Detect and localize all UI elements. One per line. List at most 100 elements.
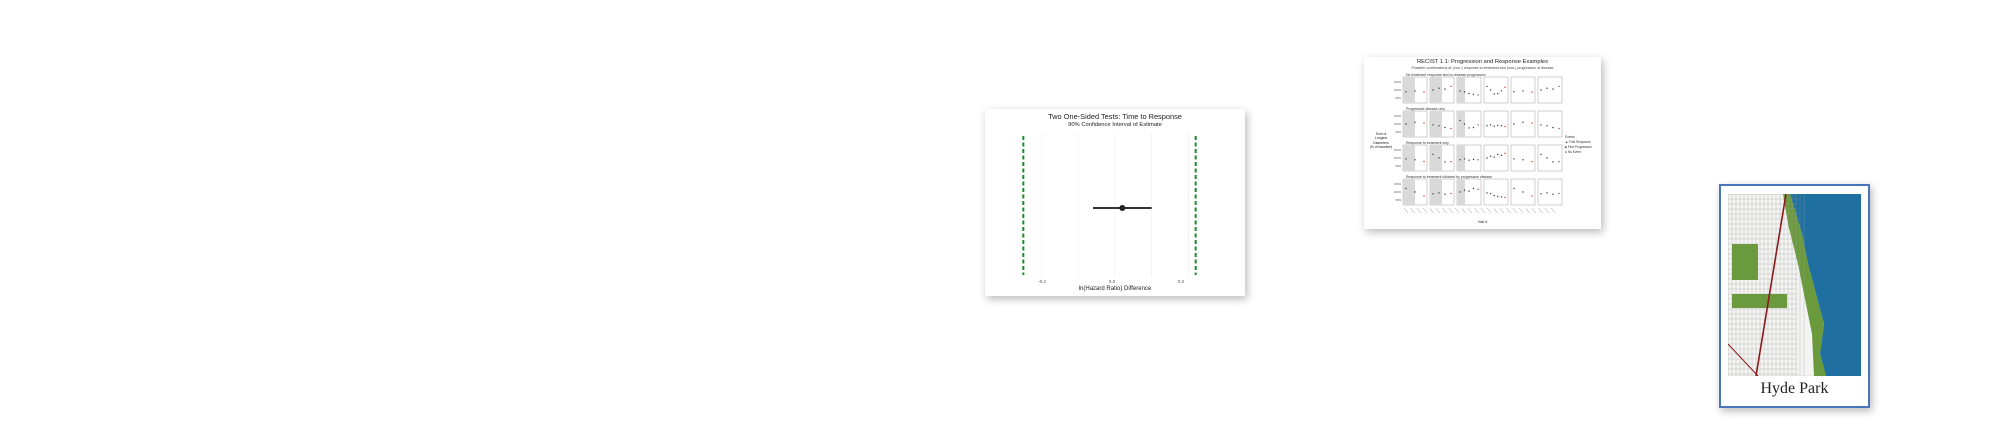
data-point	[1486, 125, 1488, 127]
data-point	[1486, 85, 1488, 88]
y-axis-label: Sum of Longest Diameters (% of baseline)	[1364, 132, 1398, 150]
data-point	[1489, 124, 1492, 126]
rail-line	[1755, 194, 1787, 376]
x-tick-mark	[1448, 207, 1453, 214]
data-point	[1552, 193, 1554, 195]
shaded-region	[1430, 179, 1442, 205]
legend-item: ■ First Progression	[1565, 145, 1592, 149]
data-point	[1500, 196, 1503, 198]
data-point	[1444, 88, 1446, 90]
data-point	[1504, 86, 1506, 88]
facet-panel	[1537, 178, 1563, 206]
panel-heading: Response to treatment only	[1406, 141, 1449, 145]
facet-panel	[1483, 144, 1509, 172]
data-point	[1450, 127, 1452, 130]
y-tick-label: 100%	[1394, 122, 1402, 126]
data-point	[1444, 193, 1446, 195]
data-point	[1489, 155, 1492, 157]
shaded-region	[1430, 77, 1442, 103]
y-tick-label: 50%	[1395, 130, 1401, 134]
x-tick-label: 0.0	[1108, 279, 1116, 284]
data-point	[1540, 153, 1542, 156]
x-tick-mark	[1474, 207, 1479, 214]
y-tick-label: 150%	[1394, 148, 1402, 152]
chart-title: RECIST 1.1: Progression and Response Exa…	[1416, 59, 1549, 65]
data-point	[1552, 88, 1554, 90]
data-point	[1450, 192, 1452, 195]
y-tick-label: 50%	[1395, 198, 1401, 202]
legend-title: Events	[1565, 135, 1575, 139]
data-point	[1444, 126, 1446, 129]
shaded-region	[1430, 145, 1442, 171]
midway-park-overlay	[1732, 294, 1787, 308]
x-tick-mark	[1493, 207, 1498, 214]
data-point	[1477, 124, 1479, 126]
rail-line	[1728, 343, 1759, 376]
x-tick-mark	[1467, 207, 1473, 214]
data-point	[1497, 195, 1499, 198]
data-point	[1493, 125, 1495, 127]
data-point	[1552, 161, 1554, 163]
x-tick-mark	[1461, 207, 1466, 214]
data-point	[1497, 92, 1499, 95]
data-point	[1486, 192, 1488, 194]
data-point	[1540, 124, 1542, 126]
x-tick-mark	[1538, 207, 1543, 214]
recist-facets: 150%100%50%150%100%50%150%100%50%150%100…	[1394, 76, 1563, 214]
data-point	[1500, 125, 1503, 127]
data-point	[1472, 93, 1475, 96]
data-point	[1558, 160, 1560, 163]
x-axis-label: ln(Hazard Ratio) Difference	[1078, 286, 1152, 292]
data-point	[1504, 125, 1506, 128]
y-label-line: Diameters	[1373, 140, 1389, 145]
data-point	[1531, 122, 1533, 124]
data-point	[1414, 191, 1416, 193]
y-tick-label: 150%	[1394, 182, 1402, 186]
data-point	[1497, 124, 1499, 127]
data-point	[1493, 194, 1495, 197]
data-point	[1489, 89, 1492, 91]
data-point	[1414, 159, 1416, 161]
data-point	[1472, 126, 1475, 129]
data-point	[1552, 126, 1554, 129]
y-tick-label: 50%	[1395, 164, 1401, 168]
legend-item: ▲ First Response	[1565, 140, 1591, 144]
tost-plot	[1022, 133, 1197, 277]
shaded-region	[1430, 111, 1442, 137]
data-point	[1405, 123, 1407, 125]
data-point	[1513, 187, 1515, 190]
data-point	[1546, 125, 1548, 127]
data-point	[1459, 119, 1461, 122]
x-tick-mark	[1423, 207, 1428, 214]
x-tick-mark	[1519, 207, 1524, 214]
data-point	[1522, 159, 1524, 161]
x-tick-mark	[1551, 207, 1556, 214]
chart-title: Two One-Sided Tests: Time to Response	[1048, 112, 1182, 121]
facet-panel	[1483, 76, 1509, 104]
data-point	[1546, 157, 1548, 159]
data-point	[1493, 93, 1495, 95]
data-point	[1546, 87, 1548, 89]
x-tick-mark	[1442, 207, 1447, 214]
data-point	[1558, 127, 1560, 130]
y-tick-label: 150%	[1394, 114, 1402, 118]
data-point	[1432, 124, 1434, 126]
data-point	[1468, 190, 1470, 192]
x-axis-label: Visit #	[1477, 220, 1488, 224]
data-point	[1500, 154, 1503, 156]
x-tick-mark	[1416, 207, 1421, 214]
facet-panel	[1537, 76, 1563, 104]
data-point	[1423, 160, 1425, 163]
data-point	[1463, 123, 1466, 125]
poster-title: Hyde Park	[1760, 380, 1829, 397]
data-point	[1493, 156, 1495, 158]
x-tick-mark	[1544, 207, 1549, 214]
data-point	[1438, 87, 1440, 89]
data-point	[1513, 123, 1515, 125]
x-tick-mark	[1435, 207, 1441, 214]
chart-subtitle: Possible combinations of: (non-) respons…	[1411, 66, 1554, 70]
x-tick-mark	[1410, 207, 1415, 214]
data-point	[1450, 160, 1452, 163]
data-point	[1522, 121, 1524, 123]
street-map	[1728, 194, 1861, 376]
